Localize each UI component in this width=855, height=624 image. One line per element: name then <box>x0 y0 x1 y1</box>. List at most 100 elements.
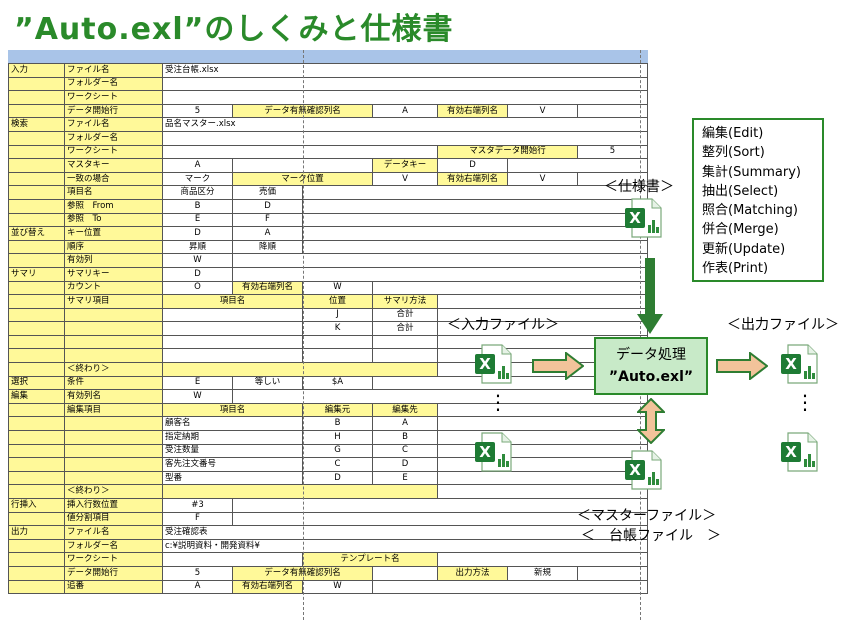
table-row: 型番 D E <box>8 470 648 486</box>
cell-value: A <box>372 103 438 119</box>
row-label: ワークシート <box>64 552 163 567</box>
cell-value: 昇順 <box>162 239 233 255</box>
table-row: 検索 ファイル名 品名マスター.xlsx <box>8 117 648 132</box>
section-label: 出力 <box>8 525 65 540</box>
cell-value: D <box>162 266 233 282</box>
process-name: ”Auto.exl” <box>608 369 694 385</box>
cell-value: 客先注文番号 <box>162 457 303 472</box>
table-row: サマリ項目 項目名 位置 サマリ方法 <box>8 294 648 309</box>
table-row: 追番 A 有効右端列名 W <box>8 579 648 595</box>
cell-value: 品名マスター.xlsx <box>162 117 648 132</box>
table-row: 一致の場合 マーク マーク位置 V 有効右端列名 V <box>8 171 648 187</box>
cell-value: C <box>302 457 373 472</box>
row-label: マスタキー <box>64 158 163 173</box>
cell-value: 受注台帳.xlsx <box>162 63 648 78</box>
cell-value: D <box>302 470 373 486</box>
function-list-box: 編集(Edit) 整列(Sort) 集計(Summary) 抽出(Select)… <box>692 118 824 282</box>
row-label: 追番 <box>64 579 163 595</box>
row-label: データ開始行 <box>64 565 163 581</box>
section-label: サマリ <box>8 266 65 282</box>
row-label: データ開始行 <box>64 103 163 119</box>
cell-value: 5 <box>162 565 233 581</box>
section-label: 編集 <box>8 389 65 404</box>
cell-value: A <box>162 579 233 595</box>
cell-value: W <box>302 280 373 296</box>
cell-value: 等しい <box>232 375 303 391</box>
cell-label: 出力方法 <box>437 565 508 581</box>
row-label: ファイル名 <box>64 117 163 132</box>
cell-value: マーク <box>162 171 233 187</box>
cell-value: F <box>162 511 233 527</box>
table-row: 編集 有効列名 W <box>8 389 648 404</box>
svg-text:X: X <box>629 461 641 479</box>
cell-label: 有効右端列名 <box>232 579 303 595</box>
cell-value: A <box>232 226 303 241</box>
row-label: ＜終わり＞ <box>64 484 163 499</box>
row-label: キー位置 <box>64 226 163 241</box>
spec-label: ＜仕様書＞ <box>604 179 674 195</box>
cell-label: マスタデータ開始行 <box>437 144 578 160</box>
table-row: 並び替え キー位置 D A <box>8 226 648 241</box>
cell-value: C <box>372 443 438 459</box>
row-label: フォルダー名 <box>64 76 163 92</box>
cell-label: テンプレート名 <box>302 552 438 567</box>
cell-value: H <box>302 430 373 445</box>
column-header: 位置 <box>302 294 373 309</box>
table-row <box>8 334 648 350</box>
table-row: 入力 ファイル名 受注台帳.xlsx <box>8 63 648 78</box>
cell-value: W <box>162 389 233 404</box>
table-row: 値分割項目 F <box>8 511 648 527</box>
page-break-line <box>303 50 304 620</box>
row-label: 条件 <box>64 375 163 391</box>
excel-file-icon: X <box>475 432 512 472</box>
table-row: 有効列 W <box>8 253 648 268</box>
cell-value: #3 <box>162 498 233 513</box>
row-label: カウント <box>64 280 163 296</box>
row-label: 挿入行数位置 <box>64 498 163 513</box>
function-item: 抽出(Select) <box>702 183 779 199</box>
cell-value: A <box>162 158 233 173</box>
row-label: 参照 From <box>64 198 163 214</box>
function-item: 編集(Edit) <box>702 126 764 141</box>
table-row: ワークシート <box>8 90 648 105</box>
ellipsis-icon: ⋮ <box>795 390 815 414</box>
row-label: サマリ項目 <box>64 294 163 309</box>
cell-value: 5 <box>162 103 233 119</box>
section-label: 検索 <box>8 117 65 132</box>
cell-value: D <box>437 158 508 173</box>
table-row: ワークシート マスタデータ開始行 5 <box>8 144 648 160</box>
svg-text:X: X <box>785 355 797 373</box>
table-row: データ開始行 5 データ有無確認列名 A 有効右端列名 V <box>8 103 648 119</box>
process-title: データ処理 <box>616 347 686 363</box>
cell-value: B <box>162 198 233 214</box>
cell-value: 合計 <box>372 321 438 336</box>
table-row: 出力 ファイル名 受注確認表 <box>8 525 648 540</box>
row-label: 有効列名 <box>64 389 163 404</box>
cell-value: 受注数量 <box>162 443 303 459</box>
cell-value: c:¥説明資料・開発資料¥ <box>162 538 648 554</box>
cell-value: D <box>372 457 438 472</box>
cell-label: 有効右端列名 <box>232 280 303 296</box>
cell-value: B <box>302 416 373 432</box>
column-header: 項目名 <box>162 294 303 309</box>
cell-value: 降順 <box>232 239 303 255</box>
function-item: 集計(Summary) <box>702 164 801 180</box>
row-label: フォルダー名 <box>64 130 163 146</box>
row-label: 参照 To <box>64 212 163 228</box>
cell-value: 型番 <box>162 470 303 486</box>
excel-file-icon: X <box>781 344 818 384</box>
function-item: 併合(Merge) <box>702 222 779 238</box>
table-row: サマリ サマリキー D <box>8 266 648 282</box>
table-row: 指定納期 H B <box>8 430 648 445</box>
cell-value: 5 <box>577 144 648 160</box>
row-label: ＜終わり＞ <box>64 362 163 377</box>
svg-text:X: X <box>479 355 491 373</box>
table-row: 順序 昇順 降順 <box>8 239 648 255</box>
cell-label: 有効右端列名 <box>437 103 508 119</box>
svg-text:X: X <box>785 443 797 461</box>
excel-file-icon: X <box>781 432 818 472</box>
row-label: 編集項目 <box>64 402 163 418</box>
cell-label: データ有無確認列名 <box>232 103 373 119</box>
column-header: サマリ方法 <box>372 294 438 309</box>
column-header: 項目名 <box>162 402 303 418</box>
